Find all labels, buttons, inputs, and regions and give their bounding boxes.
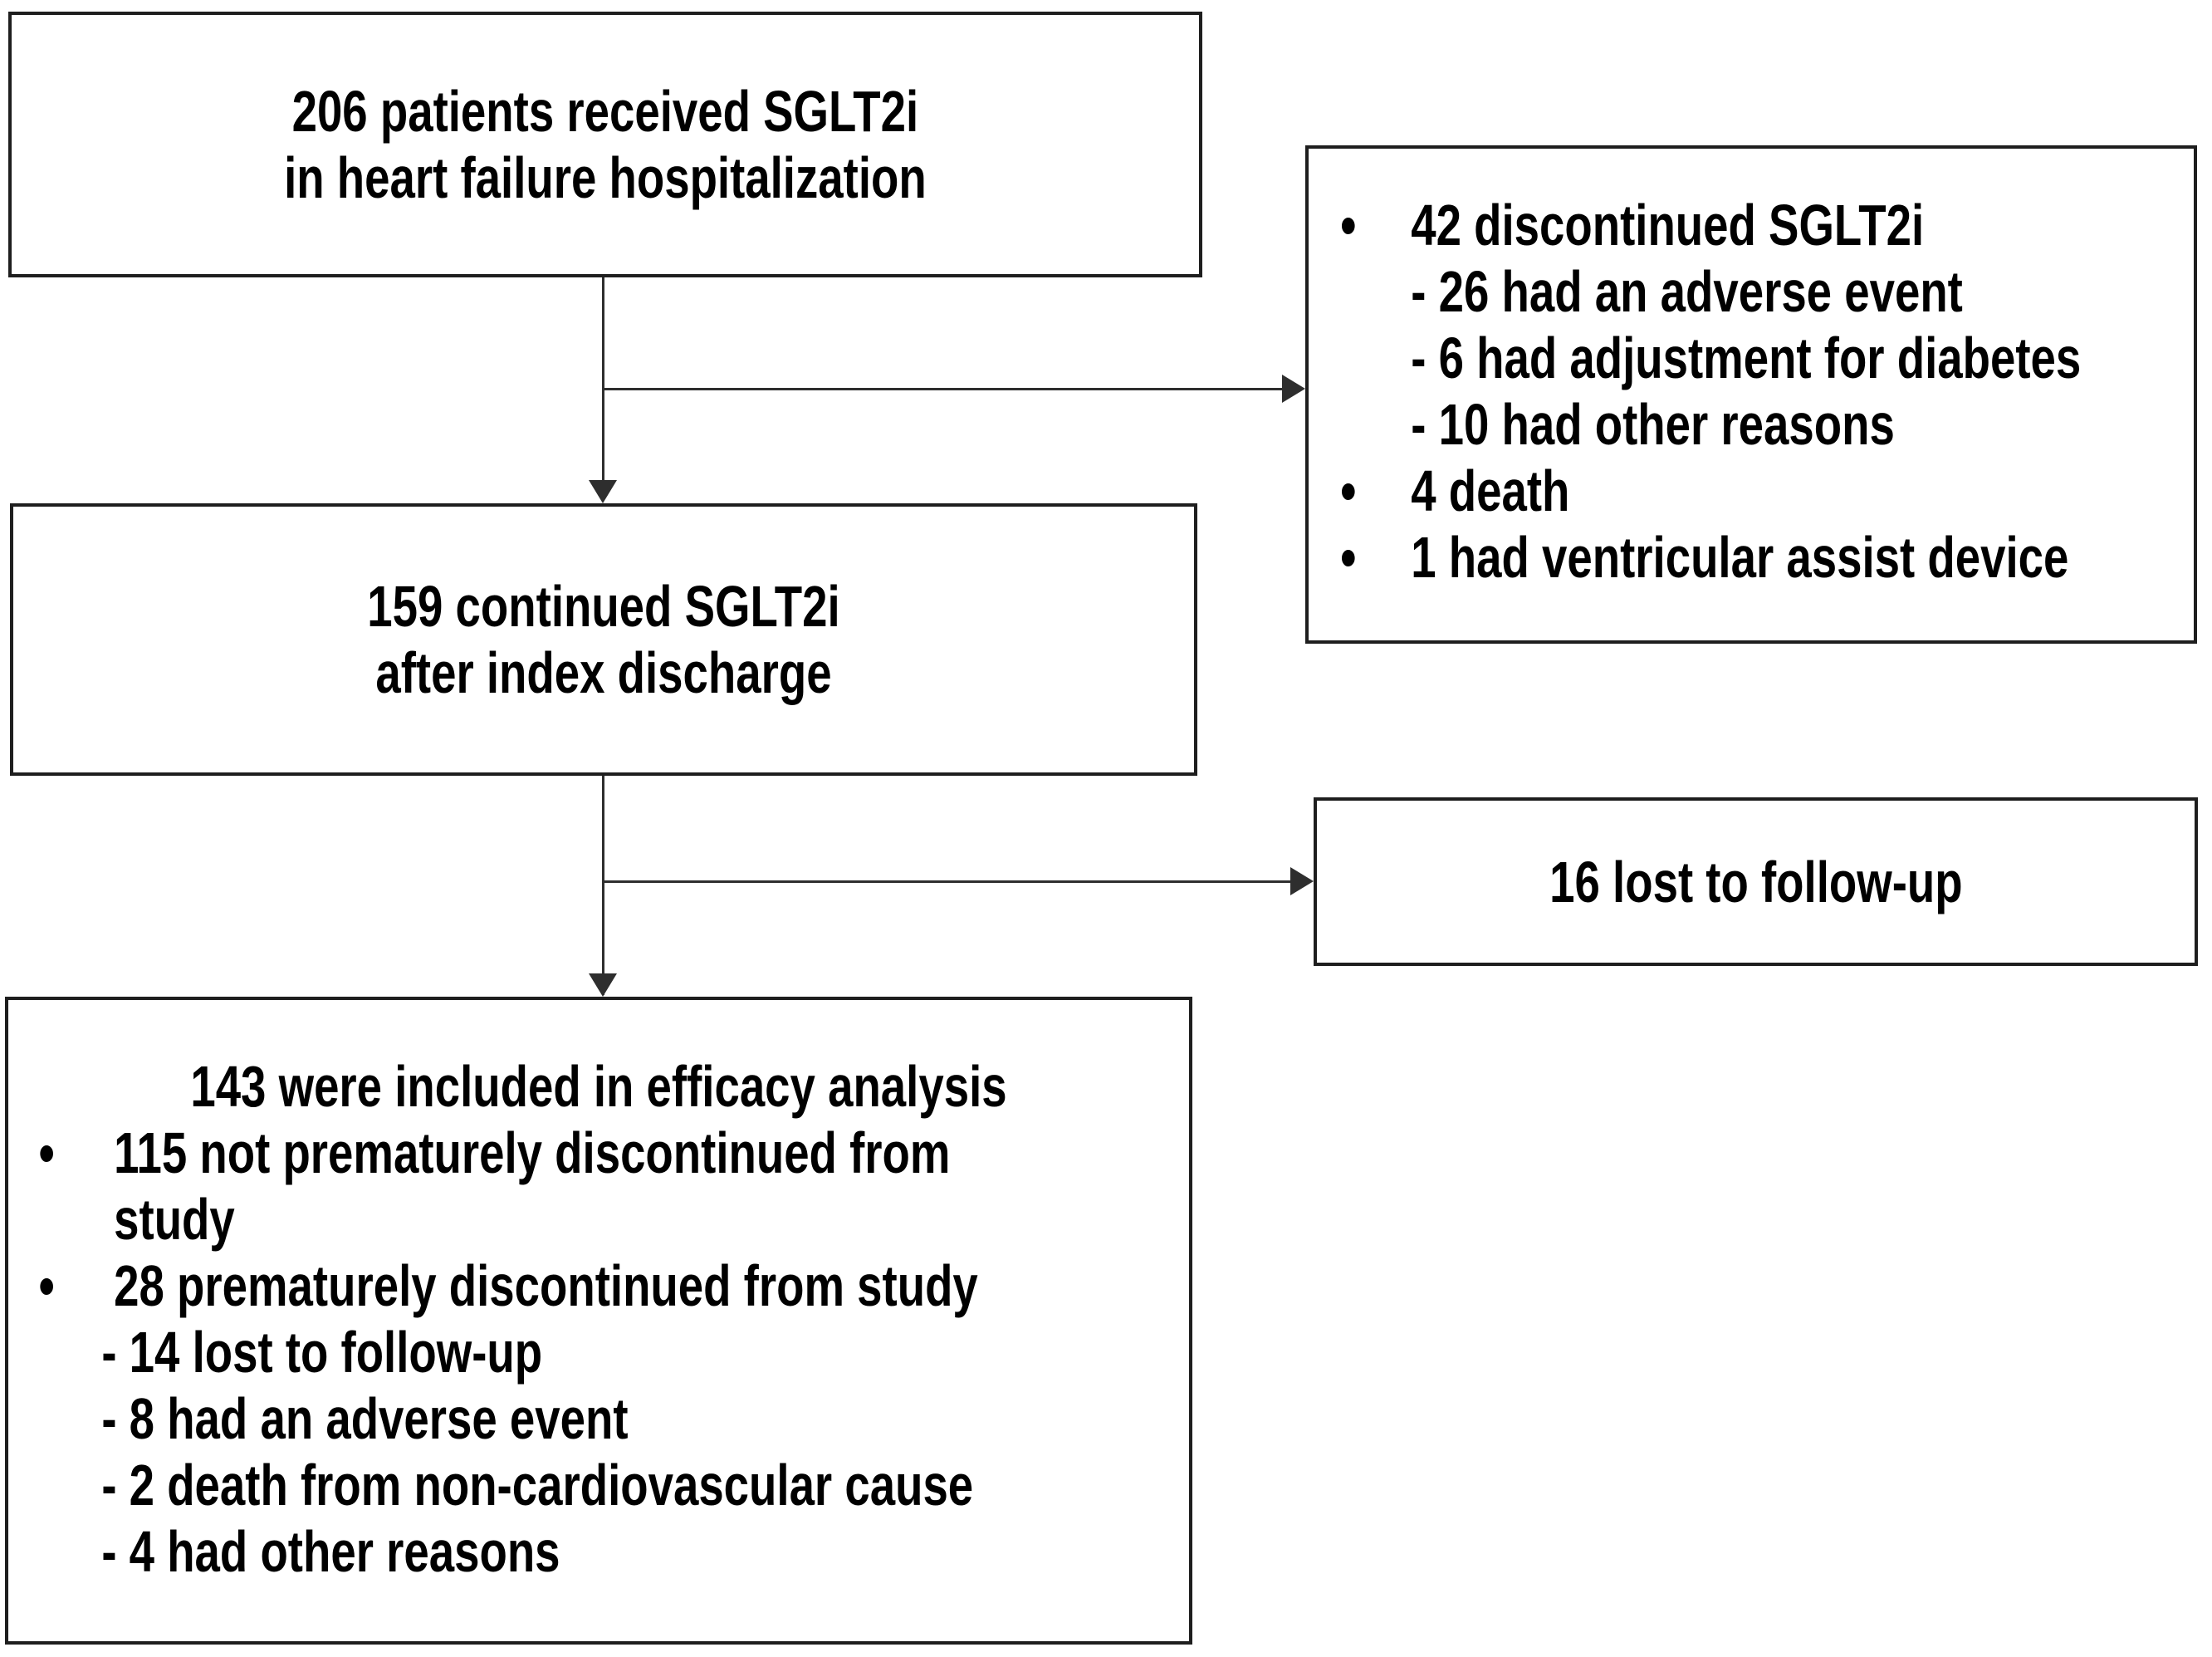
premature-noncardiovascular-death: - 2 death from non-cardiovascular cause: [101, 1453, 974, 1517]
premature-other-reasons: - 4 had other reasons: [101, 1519, 560, 1584]
arrowhead-right-icon: [1290, 867, 1314, 895]
box-efficacy-text: 143 were included in efficacy analysis •…: [8, 1053, 1189, 1585]
premature-adverse-event: - 8 had an adverse event: [101, 1386, 629, 1451]
bullet-icon: •: [1340, 193, 1357, 257]
box-discontinued-details: • 42 discontinued SGLT2i - 26 had an adv…: [1305, 145, 2197, 644]
connector-branch-to-lost-followup: [604, 880, 1292, 883]
discontinued-diabetes-adjustment: - 6 had adjustment for diabetes: [1411, 326, 2082, 390]
box-continued-sglt2i: 159 continued SGLT2i after index dischar…: [10, 503, 1197, 776]
box-discontinued-text: • 42 discontinued SGLT2i - 26 had an adv…: [1309, 192, 2193, 591]
list-subitem: - 2 death from non-cardiovascular cause: [8, 1452, 1189, 1518]
list-item: • 4 death: [1309, 458, 2193, 524]
list-item: • 28 prematurely discontinued from study: [8, 1253, 1189, 1319]
list-item: • 1 had ventricular assist device: [1309, 524, 2193, 591]
discontinued-other-reasons: - 10 had other reasons: [1411, 392, 1895, 457]
lost-to-followup-count: 16 lost to follow-up: [1549, 849, 1963, 914]
efficacy-analysis-heading: 143 were included in efficacy analysis: [190, 1054, 1007, 1119]
list-subitem: - 4 had other reasons: [8, 1518, 1189, 1585]
arrowhead-right-icon: [1282, 375, 1305, 403]
box-received-line1: 206 patients received SGLT2i: [291, 79, 919, 144]
box-efficacy-analysis: 143 were included in efficacy analysis •…: [5, 997, 1192, 1645]
not-prematurely-discontinued-count: 115 not prematurely discontinued from st…: [114, 1120, 951, 1252]
connector-continued-to-efficacy: [602, 776, 604, 995]
list-subitem: - 26 had an adverse event: [1309, 258, 2193, 325]
box-received-sglt2i: 206 patients received SGLT2i in heart fa…: [8, 12, 1202, 277]
list-item: • 115 not prematurely discontinued from …: [8, 1120, 1189, 1253]
list-subitem: - 8 had an adverse event: [8, 1385, 1189, 1452]
connector-top-to-continued: [602, 277, 604, 483]
bullet-icon: •: [38, 1120, 55, 1185]
box-received-line2: in heart failure hospitalization: [284, 145, 927, 210]
death-count: 4 death: [1411, 458, 1570, 523]
box-continued-line2: after index discharge: [375, 640, 832, 705]
discontinued-adverse-event: - 26 had an adverse event: [1411, 259, 1963, 324]
list-item: • 42 discontinued SGLT2i: [1309, 192, 2193, 258]
list-subitem: - 14 lost to follow-up: [8, 1319, 1189, 1385]
prematurely-discontinued-count: 28 prematurely discontinued from study: [114, 1253, 978, 1318]
ventricular-assist-device-count: 1 had ventricular assist device: [1411, 525, 2069, 590]
box-continued-text: 159 continued SGLT2i after index dischar…: [367, 573, 839, 706]
box-continued-line1: 159 continued SGLT2i: [367, 574, 840, 639]
bullet-icon: •: [1340, 525, 1357, 590]
discontinued-count: 42 discontinued SGLT2i: [1411, 193, 1925, 257]
list-subitem: - 6 had adjustment for diabetes: [1309, 325, 2193, 391]
premature-lost-to-followup: - 14 lost to follow-up: [101, 1320, 543, 1385]
list-subitem: - 10 had other reasons: [1309, 391, 2193, 458]
box-lost-to-followup: 16 lost to follow-up: [1314, 797, 2198, 966]
connector-branch-to-discontinued: [604, 388, 1285, 390]
bullet-icon: •: [1340, 458, 1357, 523]
box-lost-text: 16 lost to follow-up: [1549, 849, 1962, 915]
bullet-icon: •: [38, 1253, 55, 1318]
box-received-text: 206 patients received SGLT2i in heart fa…: [284, 78, 927, 211]
arrowhead-down-icon: [589, 480, 617, 503]
arrowhead-down-icon: [589, 973, 617, 997]
